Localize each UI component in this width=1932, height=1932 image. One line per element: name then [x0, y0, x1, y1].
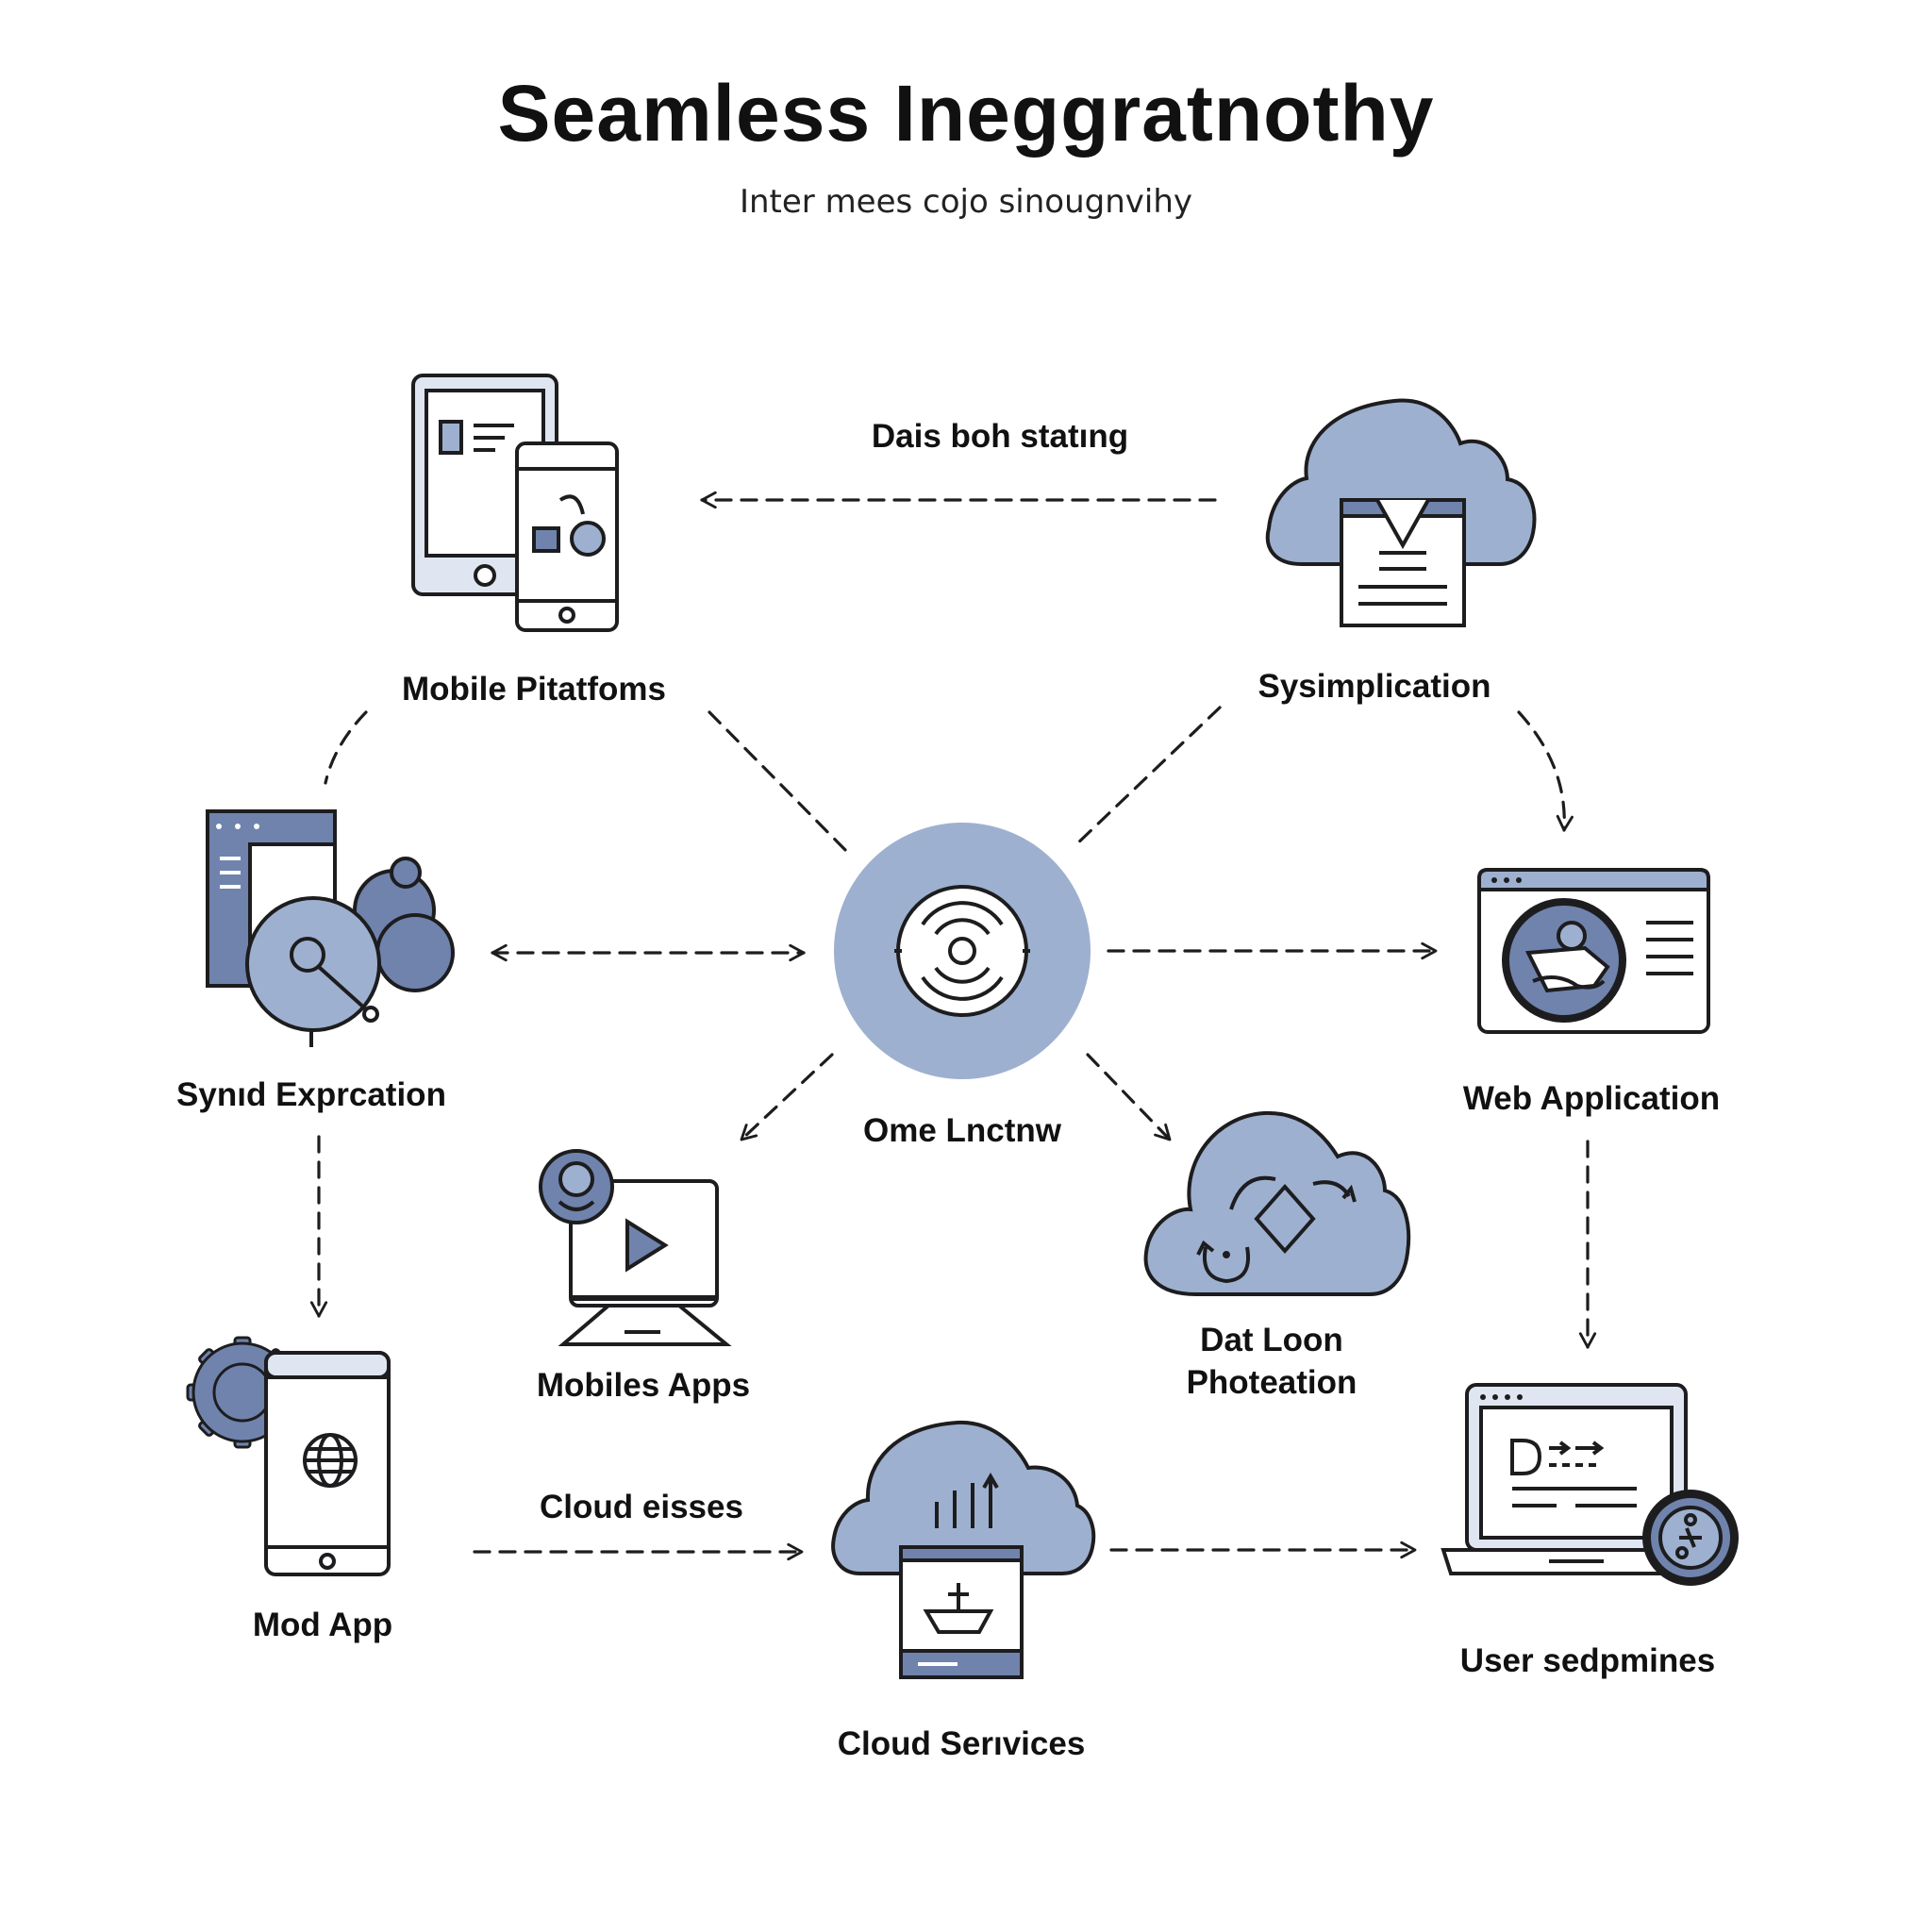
node-label-mobile-platforms: Mobile Pitatfoms	[401, 671, 667, 708]
monitor-play-icon	[539, 1149, 732, 1346]
edge-mobile-platforms-to-hub	[708, 710, 851, 856]
cloud-upload-icon	[831, 1420, 1096, 1679]
node-label-cloud-services: Cloud Serıvices	[837, 1725, 1086, 1762]
node-label-mobiles-apps: Mobiles Apps	[536, 1367, 751, 1404]
node-label-synid-exprcation: Synıd Exprcation	[176, 1076, 446, 1113]
edge-hub-to-dat-loon	[1086, 1053, 1172, 1141]
cloud-sync-icon	[1143, 1110, 1411, 1296]
edge-mobile-platforms-to-synid	[324, 710, 368, 785]
edge-label-bottom: Cloud eisses	[540, 1489, 743, 1525]
node-label-mod-app: Mod App	[252, 1607, 393, 1643]
connectors	[309, 491, 1597, 1561]
node-label-sysimplication: Sysimplication	[1257, 668, 1491, 705]
edge-sysimplication-to-web	[1517, 710, 1574, 832]
node-label-user-sedpmines: User sedpmines	[1459, 1642, 1716, 1679]
edge-label-top: Dais boh statıng	[871, 418, 1129, 455]
cloud-document-icon	[1265, 398, 1537, 627]
laptop-badge-icon	[1441, 1383, 1739, 1586]
center-label: Ome Lnctnw	[862, 1112, 1062, 1149]
edge-sysimplication-to-hub	[1072, 706, 1222, 849]
edge-hub-to-mobiles-apps	[740, 1053, 834, 1141]
phone-gear-globe-icon	[186, 1336, 391, 1576]
node-label-web-application: Web Application	[1462, 1080, 1721, 1117]
diagram-title: Seamless Ineggratnothy	[497, 69, 1435, 158]
diagram-subtitle: Inter mees cojo sinougnvihy	[739, 183, 1193, 221]
node-label-dat-loon: Dat Loon Photeation	[1186, 1322, 1357, 1401]
browser-globe-icon	[1477, 868, 1710, 1034]
tablet-phone-icon	[411, 374, 619, 632]
window-disc-icon	[206, 809, 455, 1047]
signal-hub-icon	[834, 823, 1091, 1079]
